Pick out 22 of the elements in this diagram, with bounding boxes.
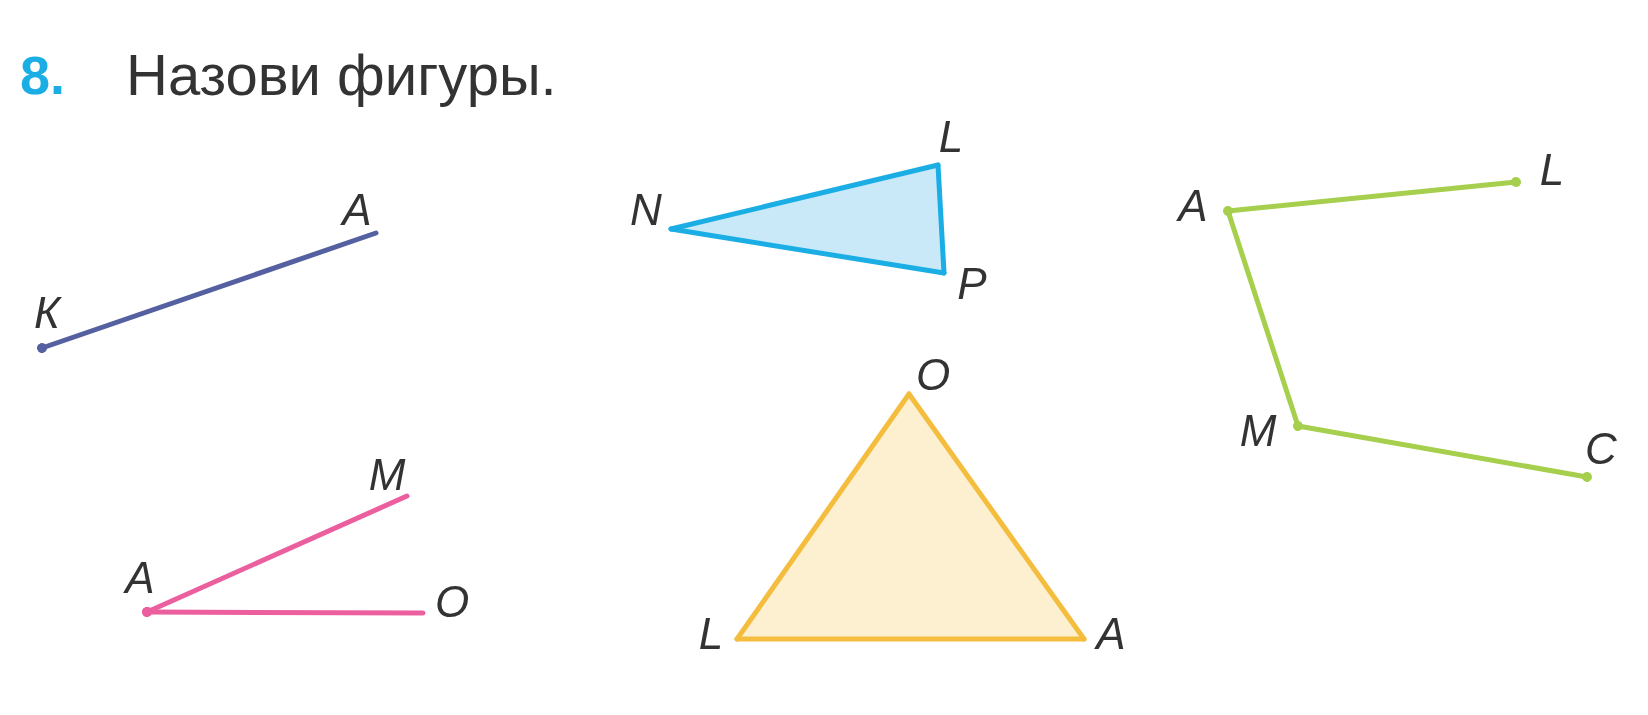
vertex-letter: A — [125, 556, 155, 600]
vertex-letter: L — [698, 612, 724, 656]
vertex-letter: O — [434, 580, 470, 624]
vertex-letter: M — [368, 453, 406, 497]
line-segment — [906, 391, 1087, 642]
vertex-letter: L — [938, 115, 964, 159]
line-segment — [668, 226, 947, 276]
line-segment — [1295, 423, 1592, 482]
exercise-number: 8. — [20, 48, 66, 102]
vertex-letter: O — [915, 353, 951, 397]
vertex-letter: N — [630, 188, 662, 232]
vertex-letter: P — [957, 262, 987, 306]
vertex-letter: C — [1585, 427, 1617, 471]
vertex-letter: A — [342, 188, 372, 232]
line-segment — [1223, 177, 1521, 216]
line-segment — [37, 230, 379, 353]
vertex-letter: A — [1178, 184, 1208, 228]
vertex-letter: A — [1096, 612, 1126, 656]
line-segment — [142, 607, 426, 617]
vertex-letter: К — [34, 291, 60, 335]
vertex-letter: L — [1539, 148, 1565, 192]
vertex-letter: M — [1239, 409, 1277, 453]
